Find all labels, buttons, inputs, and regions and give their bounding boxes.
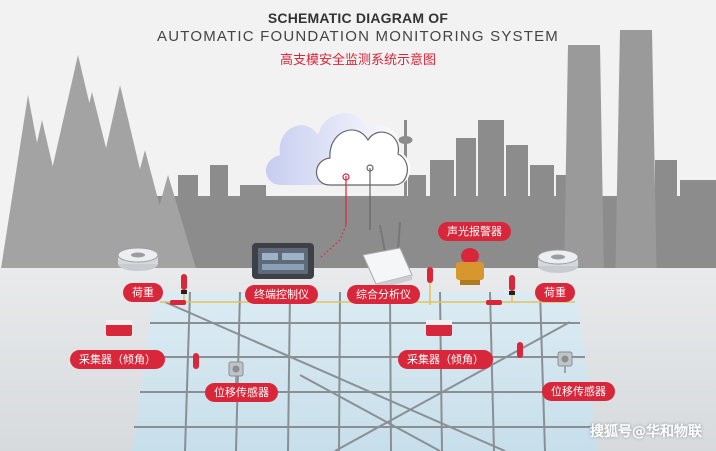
foundation-pit <box>132 292 598 451</box>
label-analyzer: 综合分析仪 <box>347 285 420 304</box>
label-displacement-left: 位移传感器 <box>205 383 278 402</box>
title-line-1: SCHEMATIC DIAGRAM OF <box>267 10 449 26</box>
title-line-2: AUTOMATIC FOUNDATION MONITORING SYSTEM <box>157 28 559 45</box>
load-cell-left <box>117 247 159 271</box>
alarm-device <box>456 248 484 285</box>
label-terminal: 终端控制仪 <box>245 285 318 304</box>
label-collector-right: 采集器（倾角） <box>398 350 493 369</box>
title-line-3-cn: 高支模安全监测系统示意图 <box>279 53 436 68</box>
label-alarm: 声光报警器 <box>438 222 511 241</box>
watermark: 搜狐号@华和物联 <box>590 424 702 440</box>
displacement-sensor-left <box>228 361 244 383</box>
cloud-icon <box>265 113 411 259</box>
terminal-device <box>252 243 314 279</box>
load-cell-right <box>537 249 579 273</box>
displacement-sensor-right <box>557 351 573 373</box>
label-load-right: 荷重 <box>535 283 575 302</box>
collector-right <box>426 320 452 336</box>
label-displacement-right: 位移传感器 <box>542 382 615 401</box>
collector-left <box>106 320 132 336</box>
sensor-probes <box>170 267 523 369</box>
analyzer-device <box>362 221 413 289</box>
scaffold-grid <box>134 291 596 451</box>
pine-trees <box>0 55 198 275</box>
label-collector-left: 采集器（倾角） <box>70 350 165 369</box>
label-load-left: 荷重 <box>123 283 163 302</box>
